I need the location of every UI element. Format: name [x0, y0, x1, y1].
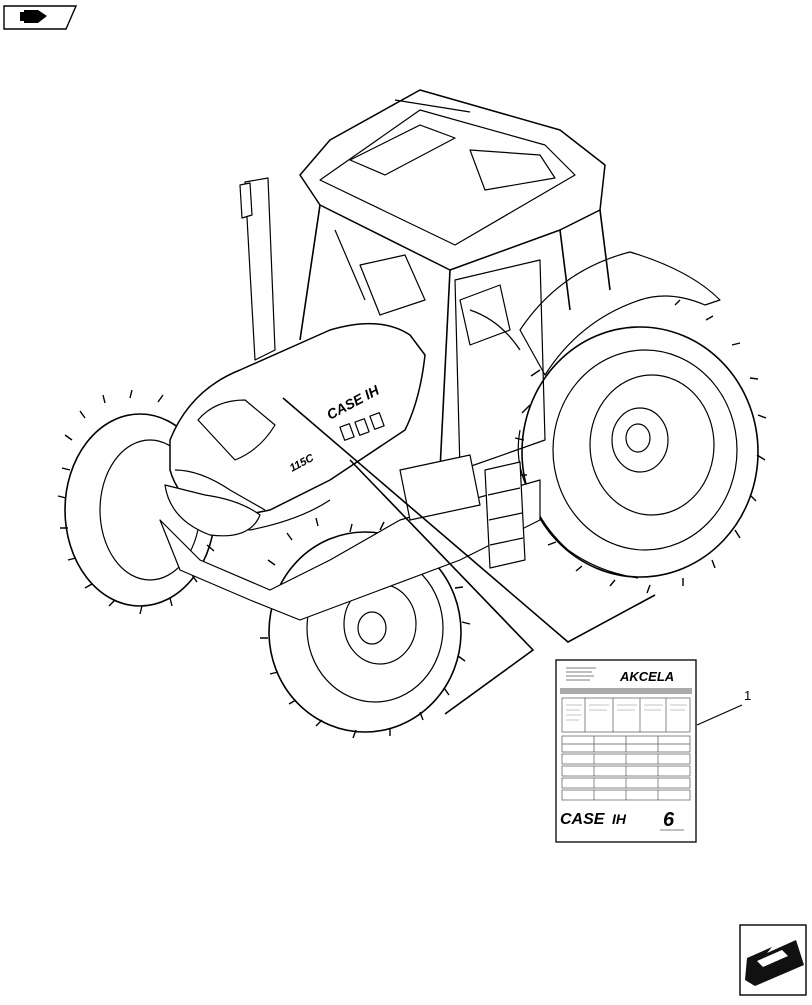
leader-lines	[282, 397, 656, 715]
callout-1: 1	[696, 688, 751, 726]
back-nav-button[interactable]	[3, 5, 78, 30]
exhaust-stack	[244, 177, 276, 361]
decal-brand-mark: IH	[612, 811, 627, 827]
forward-arrow-icon	[745, 940, 804, 986]
decal-header-logo: AKCELA	[619, 669, 674, 684]
chassis-frame	[159, 479, 541, 621]
cab	[299, 89, 611, 471]
callout-number: 1	[744, 688, 751, 703]
back-arrow-icon	[20, 10, 47, 23]
tractor-illustration: CASE IH 115C	[57, 89, 767, 739]
front-grille	[164, 484, 261, 537]
decal-label: AKCELA	[555, 659, 697, 843]
decal-brand: CASE	[560, 811, 606, 828]
cab-steps	[484, 461, 526, 569]
decal-emission-digit: 6	[663, 809, 675, 831]
next-nav-button[interactable]	[739, 924, 807, 996]
rear-right-wheel	[514, 294, 767, 594]
rear-right-fender	[519, 251, 721, 376]
